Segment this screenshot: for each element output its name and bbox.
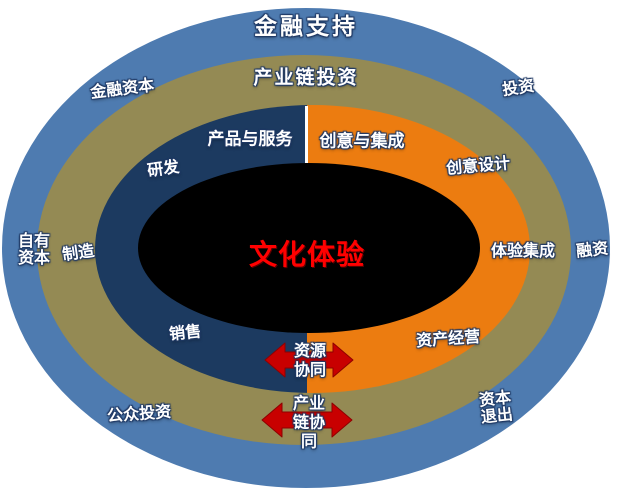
label-finance-support: 金融支持 xyxy=(254,13,358,39)
label-asset-operation: 资产经营 xyxy=(415,328,481,351)
center-ellipse xyxy=(138,163,480,333)
label-manufacturing: 制造 xyxy=(61,242,96,265)
label-own-capital-line1: 自有 xyxy=(17,233,51,250)
label-cultural-experience: 文化体验 xyxy=(248,239,366,270)
label-own-capital: 自有 资本 xyxy=(18,233,50,267)
label-resource-synergy-line2: 协同 xyxy=(293,362,327,379)
label-public-investment: 公众投资 xyxy=(106,403,172,426)
label-industry-chain-synergy-line3: 同 xyxy=(300,433,318,451)
resource-synergy-double-arrow-icon xyxy=(264,342,354,378)
industry-chain-synergy-double-arrow-icon xyxy=(261,402,353,438)
label-creativity-and-integration: 创意与集成 xyxy=(319,131,405,151)
label-resource-synergy-line1: 资源 xyxy=(293,343,327,360)
label-sales: 销售 xyxy=(168,323,203,344)
label-industry-chain-synergy: 产业 链协 同 xyxy=(293,395,325,452)
inner-ring-divider xyxy=(305,106,308,163)
label-rnd: 研发 xyxy=(146,158,181,181)
label-industry-chain-investment: 产业链投资 xyxy=(253,67,359,89)
label-capital-exit-line2: 退出 xyxy=(480,406,514,427)
label-own-capital-line2: 资本 xyxy=(17,250,51,267)
label-experience-integration: 体验集成 xyxy=(490,243,556,260)
industry-chain-synergy-arrow-shape xyxy=(261,402,353,438)
label-products-and-services: 产品与服务 xyxy=(207,129,293,149)
label-capital-exit: 资本 退出 xyxy=(478,389,513,426)
resource-synergy-arrow-shape xyxy=(264,342,354,378)
label-investment: 投资 xyxy=(501,77,536,100)
label-industry-chain-synergy-line1: 产业 xyxy=(292,395,326,413)
label-industry-chain-synergy-line2: 链协 xyxy=(292,414,326,432)
label-financing: 融资 xyxy=(575,240,610,261)
label-resource-synergy: 资源 协同 xyxy=(294,342,326,380)
